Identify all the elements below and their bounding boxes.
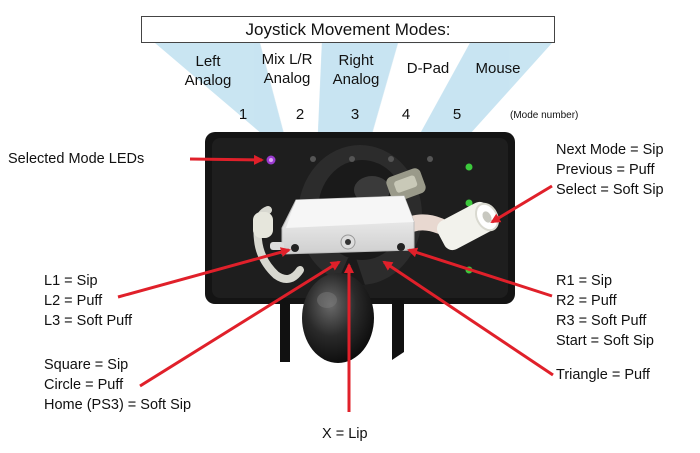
mode-label-4: D-Pad: [400, 59, 456, 78]
arrow-triangle: [382, 260, 554, 377]
thumbscrew: [386, 168, 426, 202]
callout-square: Square = Sip: [44, 357, 129, 373]
callout-select: Select = Soft Sip: [556, 182, 664, 198]
callout-r3: R3 = Soft Puff: [556, 313, 647, 329]
callout-l-buttons: L1 = Sip L2 = Puff L3 = Soft Puff: [44, 271, 132, 331]
callout-previous: Previous = Puff: [556, 162, 655, 178]
callout-x: X = Lip: [322, 426, 368, 442]
arrow-next-mode: [490, 184, 553, 224]
mode-label-3-line2: Analog: [332, 71, 380, 88]
led-mode-2: [310, 156, 316, 162]
mode-leds: [266, 155, 433, 165]
mode-number-1: 1: [238, 106, 248, 123]
callout-l1: L1 = Sip: [44, 273, 98, 289]
arrow-square: [139, 260, 341, 388]
led-mode-4: [388, 156, 394, 162]
mode-number-5: 5: [452, 106, 462, 123]
callout-r1: R1 = Sip: [556, 273, 613, 289]
port-right: [397, 243, 405, 251]
mode-number-note: (Mode number): [510, 110, 579, 121]
mode-fan-3: [318, 43, 398, 134]
callout-arrows: [117, 154, 554, 412]
callout-selected-mode-leds: Selected Mode LEDs: [8, 151, 145, 167]
callout-r2: R2 = Puff: [556, 293, 617, 309]
modes-title: Joystick Movement Modes:: [141, 16, 555, 43]
mode-number-3: 3: [350, 106, 360, 123]
callout-l3: L3 = Soft Puff: [44, 313, 133, 329]
mode-label-2: Mix L/R Analog: [250, 50, 324, 88]
sensor-block: [270, 195, 415, 255]
callout-circle: Circle = Puff: [44, 377, 124, 393]
arrow-r-buttons: [407, 247, 553, 298]
callout-center-port: Square = Sip Circle = Puff Home (PS3) = …: [44, 355, 191, 415]
mode-number-2: 2: [295, 106, 305, 123]
callout-r-buttons: R1 = Sip R2 = Puff R3 = Soft Puff Start …: [556, 271, 654, 351]
joystick-knob: [302, 258, 374, 363]
mode-fan-5: [420, 43, 552, 134]
callout-next-mode: Next Mode = Sip: [556, 142, 664, 158]
port-left: [291, 244, 299, 252]
mode-label-4-line1: D-Pad: [406, 60, 450, 77]
led-mode-5: [427, 156, 433, 162]
callout-l2: L2 = Puff: [44, 293, 103, 309]
mode-label-1: Left Analog: [176, 52, 240, 90]
callout-start: Start = Soft Sip: [556, 333, 654, 349]
callout-triangle: Triangle = Puff: [556, 367, 650, 383]
arrow-selected-leds: [189, 154, 264, 165]
mode-label-1-line2: Analog: [184, 72, 232, 89]
arrow-l-buttons: [117, 247, 291, 299]
mode-label-3: Right Analog: [326, 51, 386, 89]
mode-label-5: Mouse: [470, 59, 526, 78]
mode-label-3-line1: Right: [338, 52, 374, 69]
mode-label-1-line1: Left: [195, 53, 221, 70]
sip-puff-fitting: [436, 201, 500, 251]
mode-label-5-line1: Mouse: [475, 60, 521, 77]
mode-fan: [155, 42, 552, 135]
callout-home: Home (PS3) = Soft Sip: [44, 397, 192, 413]
right-tube: [404, 214, 448, 234]
mode-number-4: 4: [401, 106, 411, 123]
mode-label-2-line2: Analog: [263, 70, 311, 87]
callout-mode-controls: Next Mode = Sip Previous = Puff Select =…: [556, 140, 664, 200]
led-mode-3: [349, 156, 355, 162]
mode-fan-1: [155, 43, 284, 134]
mode-label-2-line1: Mix L/R: [261, 51, 313, 68]
